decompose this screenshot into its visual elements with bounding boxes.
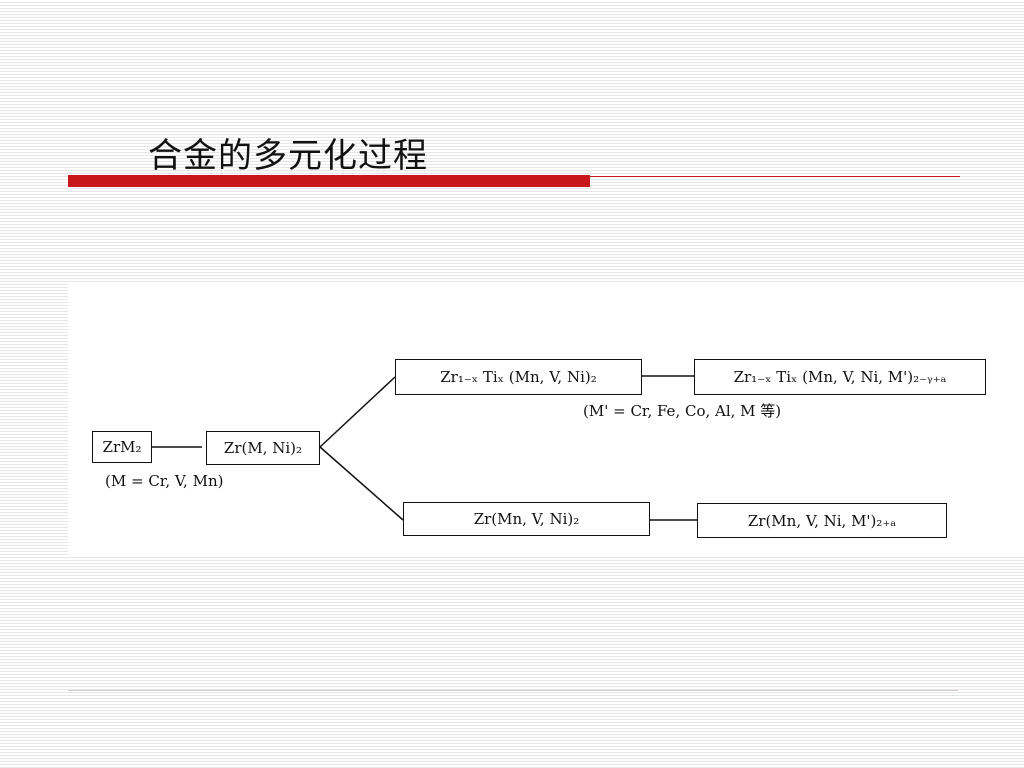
slide-title: 合金的多元化过程: [148, 136, 428, 176]
note-m-definition: (M = Cr, V, Mn): [105, 472, 224, 490]
node-zr-mn-v-ni-m: Zr(Mn, V, Ni, M')₂₊ₐ: [697, 503, 947, 538]
footer-divider: [68, 690, 958, 691]
title-underline-thin: [590, 176, 960, 177]
node-zr-m-ni: Zr(M, Ni)₂: [206, 431, 320, 465]
node-zrm2: ZrM₂: [92, 431, 152, 463]
node-zr-ti-mn-v-ni-m: Zr₁₋ₓ Tiₓ (Mn, V, Ni, M')₂₋ᵧ₊ₐ: [694, 359, 986, 395]
note-m-prime-definition: (M' = Cr, Fe, Co, Al, M 等): [583, 402, 782, 420]
node-zr-ti-mn-v-ni: Zr₁₋ₓ Tiₓ (Mn, V, Ni)₂: [395, 359, 642, 395]
title-underline-thick: [68, 175, 590, 187]
node-zr-mn-v-ni: Zr(Mn, V, Ni)₂: [403, 502, 650, 536]
